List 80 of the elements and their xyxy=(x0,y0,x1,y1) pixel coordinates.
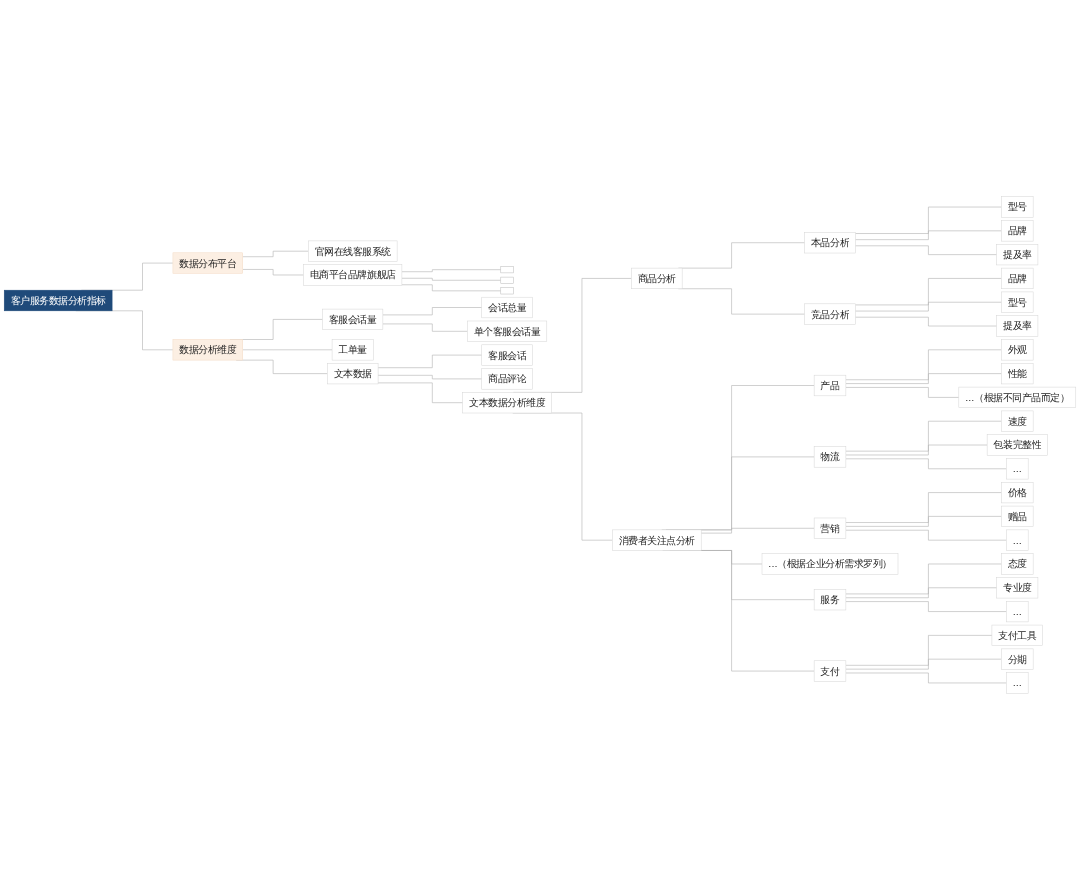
node-bar xyxy=(500,266,514,274)
node-box: 外观 xyxy=(1001,339,1034,361)
node-box: 商品分析 xyxy=(631,267,683,289)
connector xyxy=(845,672,1007,684)
node-box: 工单量 xyxy=(331,339,374,361)
node-box: 文本数据分析维度 xyxy=(462,392,552,414)
connector xyxy=(845,658,1002,670)
node-box: 产品 xyxy=(813,374,847,397)
node-box: 电商平台品牌旗舰店 xyxy=(303,264,403,286)
node-box: 竞品分析 xyxy=(804,303,856,325)
connector xyxy=(845,601,1007,612)
node-box: 单个客服会话量 xyxy=(467,320,548,342)
node-box: 态度 xyxy=(1001,553,1034,575)
node-box: 客户服务数据分析指标 xyxy=(3,289,113,312)
connector xyxy=(401,284,502,292)
connector xyxy=(855,230,1002,240)
connector xyxy=(845,529,1007,541)
connector xyxy=(401,277,502,281)
node-box: 提及率 xyxy=(996,315,1039,337)
connector xyxy=(845,458,1007,470)
node-bar xyxy=(500,276,514,284)
node-box: ... xyxy=(1006,458,1029,480)
connector xyxy=(377,354,483,369)
connector xyxy=(242,349,333,351)
node-box: 文本数据 xyxy=(327,363,379,385)
connector xyxy=(845,349,1002,381)
node-box: 官网在线客服系统 xyxy=(308,240,398,262)
connector xyxy=(855,301,1002,312)
node-box: 价格 xyxy=(1001,482,1034,504)
node-box: 性能 xyxy=(1001,363,1034,385)
connector xyxy=(845,587,997,599)
node-box: ...（根据不同产品而定） xyxy=(958,386,1077,408)
connector xyxy=(845,563,1002,595)
node-box: 赠品 xyxy=(1001,505,1034,527)
connector xyxy=(855,206,1002,234)
connector xyxy=(401,269,502,273)
connector xyxy=(700,527,815,534)
node-box: 型号 xyxy=(1001,291,1034,313)
node-box: 型号 xyxy=(1001,196,1034,218)
connector xyxy=(855,245,997,255)
node-box: 本品分析 xyxy=(804,232,856,254)
node-box: 包装完整性 xyxy=(986,434,1048,456)
node-box: 分期 xyxy=(1001,648,1034,670)
node-box: 速度 xyxy=(1001,410,1034,432)
node-box: 客服会话 xyxy=(481,344,533,366)
node-box: 会话总量 xyxy=(481,296,533,319)
connector xyxy=(845,492,1002,523)
connector xyxy=(845,516,1002,527)
connector xyxy=(855,316,997,327)
node-box: 品牌 xyxy=(1001,220,1034,242)
connector xyxy=(377,382,463,403)
connector xyxy=(845,373,1002,384)
node-box: 客服会话量 xyxy=(322,308,384,330)
node-box: ... xyxy=(1006,529,1029,551)
node-box: 服务 xyxy=(813,589,847,611)
connector xyxy=(382,323,468,332)
connector xyxy=(845,387,960,398)
connector xyxy=(242,269,304,276)
connector xyxy=(382,307,483,316)
connector xyxy=(377,375,483,380)
node-box: ...（根据企业分析需求罗列） xyxy=(761,553,899,575)
node-box: 提及率 xyxy=(996,244,1039,266)
node-box: 支付工具 xyxy=(991,624,1043,646)
node-box: 商品评论 xyxy=(481,368,533,390)
node-box: ... xyxy=(1006,601,1029,623)
node-box: 消费者关注点分析 xyxy=(612,529,702,551)
connector xyxy=(855,278,1002,306)
node-box: 支付 xyxy=(813,660,847,682)
node-box: 品牌 xyxy=(1001,267,1034,289)
node-box: ... xyxy=(1006,672,1029,694)
node-bar xyxy=(500,287,514,295)
node-box: 专业度 xyxy=(996,577,1039,599)
node-box: 物流 xyxy=(813,446,847,468)
connector xyxy=(845,420,1002,452)
node-box: 数据分布平台 xyxy=(172,252,243,274)
node-box: 数据分析维度 xyxy=(172,339,243,361)
connector xyxy=(845,444,988,456)
connector xyxy=(242,250,309,258)
node-box: 营销 xyxy=(813,517,847,539)
connector xyxy=(845,635,993,666)
